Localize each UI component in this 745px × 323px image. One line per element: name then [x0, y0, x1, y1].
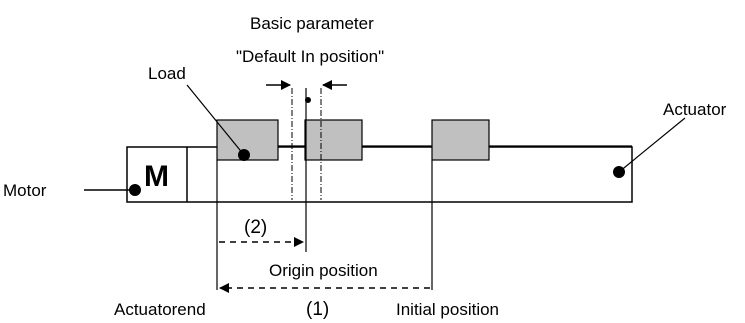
- actuator-end-label: Actuatorend: [114, 300, 206, 319]
- arrow-2-label: (2): [244, 217, 267, 238]
- actuator-leader: [618, 117, 686, 173]
- load-block-origin: [304, 119, 363, 161]
- arrow-1-label: (1): [306, 299, 329, 320]
- initial-position-label: Initial position: [396, 300, 499, 319]
- actuator-label: Actuator: [663, 100, 727, 119]
- origin-position-label: Origin position: [269, 261, 378, 280]
- motor-label: Motor: [3, 181, 47, 200]
- motor-symbol: M: [144, 160, 169, 193]
- parameter-title: Basic parameter: [250, 14, 374, 33]
- actuator-body: [126, 146, 633, 203]
- load-label: Load: [148, 64, 186, 83]
- parameter-name: "Default In position": [236, 47, 384, 66]
- load-block-initial: [431, 119, 490, 161]
- load-leader: [186, 84, 245, 156]
